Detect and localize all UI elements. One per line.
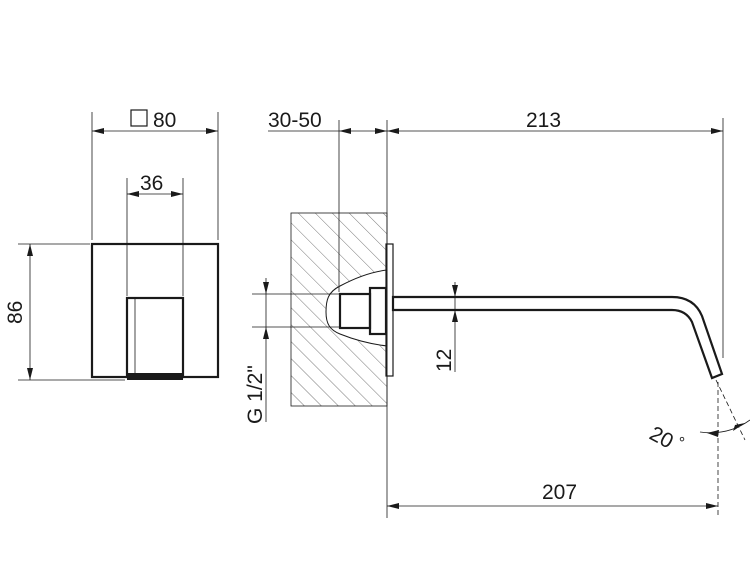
arrow-86-bottom — [27, 368, 33, 380]
front-view: 80 36 86 — [4, 109, 220, 381]
dim-80-label: 80 — [153, 109, 176, 132]
arrow-80-left — [92, 128, 104, 134]
flow-angle-line — [715, 379, 746, 441]
arrow-36-left — [127, 191, 139, 197]
connector-flange — [368, 286, 388, 336]
front-body-outline — [90, 242, 220, 379]
dim-207-label: 207 — [542, 481, 577, 504]
arrow-12-bottom — [452, 310, 458, 322]
square-symbol — [130, 109, 148, 127]
arrow-g-bottom — [263, 327, 269, 339]
spout-body — [391, 295, 724, 380]
angle-arc — [699, 419, 750, 434]
dim-213-label: 213 — [526, 109, 561, 132]
arrow-angle-right — [733, 423, 745, 431]
arrow-30-50-left — [339, 128, 351, 134]
arrow-36-right — [171, 191, 183, 197]
dim-30-50-label: 30-50 — [268, 109, 322, 132]
arrow-80-right — [206, 128, 218, 134]
arrow-angle-left — [707, 430, 719, 437]
dim-angle-label: 20° — [646, 421, 687, 458]
arrow-g-top — [263, 282, 269, 294]
arrow-207-left — [387, 503, 399, 509]
dim-36-label: 36 — [140, 172, 163, 195]
arrow-30-50-right — [375, 128, 387, 134]
arrow-213-right — [711, 128, 723, 134]
dim-12-label: 12 — [433, 349, 456, 372]
front-spout-outlet — [127, 373, 183, 380]
arrow-213-left — [387, 128, 399, 134]
side-view: 30-50 213 G 1/2" 12 20° 207 — [244, 109, 750, 518]
arrow-12-top — [452, 285, 458, 297]
arrow-86-top — [27, 244, 33, 256]
dim-86-label: 86 — [4, 301, 27, 324]
dim-g-label: G 1/2" — [244, 365, 267, 424]
arrow-207-right — [706, 503, 718, 509]
